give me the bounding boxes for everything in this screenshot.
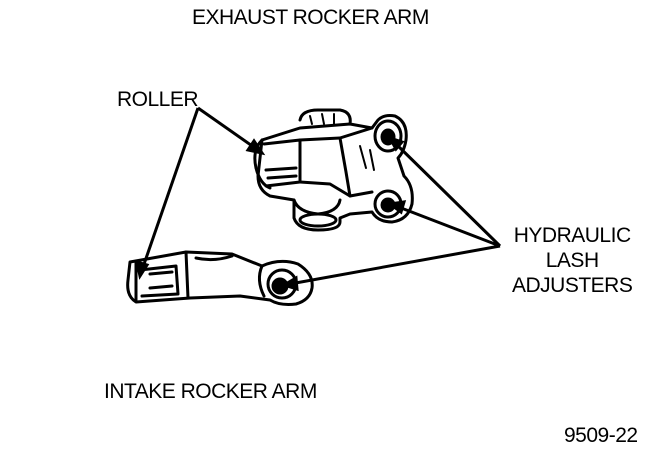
hla-leader-lines — [280, 135, 502, 292]
hla-label-line-1: HYDRAULIC — [513, 224, 631, 247]
figure-number: 9509-22 — [564, 424, 638, 447]
hydraulic-lash-adjusters-label: HYDRAULIC LASH ADJUSTERS — [512, 223, 633, 298]
hla-label-line-2: LASH — [545, 249, 599, 272]
intake-rocker-arm-title: INTAKE ROCKER ARM — [104, 380, 317, 403]
exhaust-rocker-arm-title: EXHAUST ROCKER ARM — [192, 6, 429, 29]
intake-rocker-arm — [126, 250, 314, 306]
roller-label: ROLLER — [117, 88, 199, 111]
roller-leader-lines — [135, 106, 266, 280]
exhaust-rocker-arm — [253, 108, 414, 232]
hla-label-line-3: ADJUSTERS — [512, 274, 633, 297]
